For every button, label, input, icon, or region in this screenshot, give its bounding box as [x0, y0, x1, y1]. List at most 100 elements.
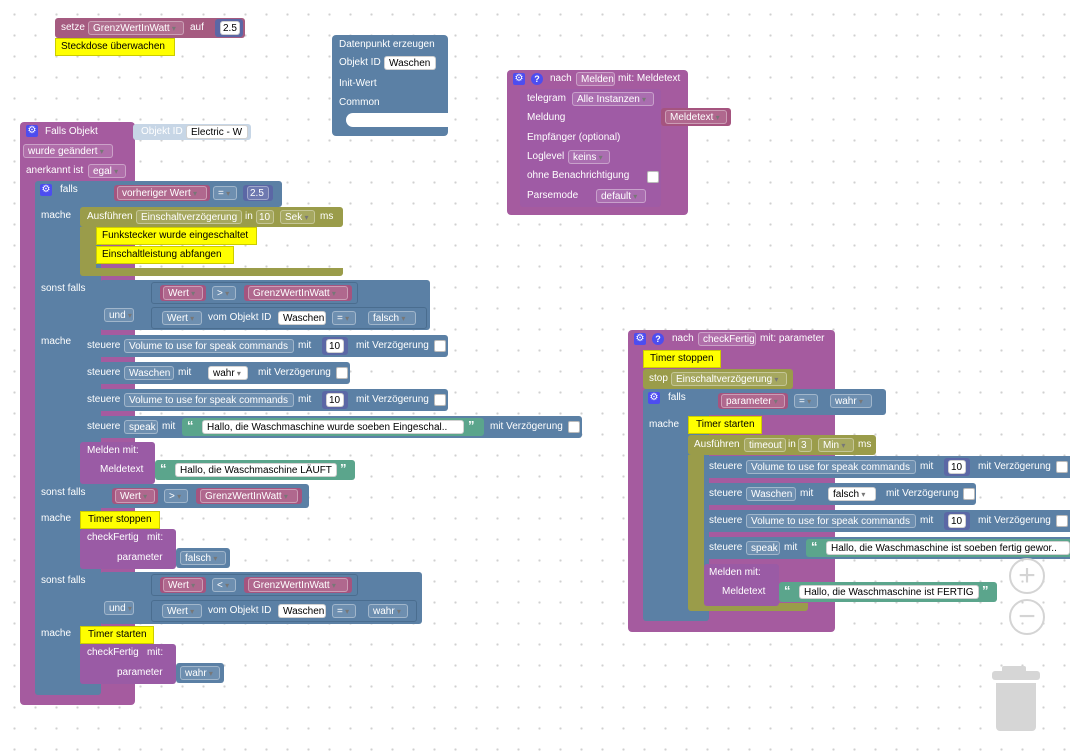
operator-dropdown[interactable]: >: [164, 489, 188, 503]
param-dropdown[interactable]: parameter: [721, 394, 785, 408]
text-field[interactable]: Hallo, die Waschmaschine LÄUFT: [175, 463, 337, 477]
compare-block[interactable]: Wert > GrenzWertInWatt: [96, 484, 309, 508]
instance-dropdown[interactable]: Alle Instanzen: [572, 92, 654, 106]
bool-dropdown[interactable]: wahr: [180, 666, 220, 680]
timeout-block[interactable]: Ausführen Einschaltverzögerung in 10 Sek…: [80, 207, 343, 227]
timer-name-field[interactable]: timeout: [744, 438, 786, 452]
bool-dropdown[interactable]: wahr: [830, 394, 872, 408]
state-field[interactable]: Volume to use for speak commands: [746, 460, 916, 474]
number-field[interactable]: 2.5: [220, 21, 240, 35]
compare-block[interactable]: Wert < GrenzWertInWatt: [151, 574, 358, 596]
timer-start-comment[interactable]: Timer starten: [80, 626, 154, 644]
bool-dropdown[interactable]: wahr: [208, 366, 248, 380]
delay-checkbox[interactable]: [1056, 515, 1068, 527]
text-block[interactable]: “ Hallo, die Waschmaschine ist FERTIG ”: [779, 582, 997, 602]
state-field[interactable]: speak: [124, 420, 158, 434]
compare-block[interactable]: Wert vom Objekt ID Waschen = falsch: [151, 307, 427, 329]
number-block[interactable]: 10: [944, 512, 970, 530]
help-icon[interactable]: ?: [652, 333, 664, 345]
prev-value-block[interactable]: vorheriger Wert: [114, 185, 210, 201]
melden-function-block[interactable]: ⚙ ? nach Melden mit: Meldetext telegram …: [507, 70, 731, 215]
objekt-id-field[interactable]: Waschen: [278, 311, 326, 325]
text-block[interactable]: “ Hallo, die Waschmaschine LÄUFT ”: [155, 460, 355, 480]
state-field[interactable]: Waschen: [124, 366, 174, 380]
operator-dropdown[interactable]: =: [332, 604, 356, 618]
number-block[interactable]: 10: [322, 391, 348, 409]
gear-icon[interactable]: ⚙: [513, 73, 525, 85]
wert-dropdown[interactable]: Wert: [163, 578, 203, 592]
and-dropdown[interactable]: und: [104, 308, 134, 322]
call-check-block[interactable]: checkFertig mit: parameter: [80, 644, 176, 684]
state-field[interactable]: Waschen: [746, 487, 796, 501]
control-block[interactable]: steuere Volume to use for speak commands…: [80, 389, 448, 411]
wert-block[interactable]: Wert: [112, 488, 158, 504]
wert-vom-objekt-block[interactable]: Wert vom Objekt ID Waschen: [158, 310, 328, 326]
delay-checkbox[interactable]: [434, 394, 446, 406]
control-block[interactable]: steuere Volume to use for speak commands…: [704, 510, 1070, 532]
timer-start-comment[interactable]: Timer starten: [688, 416, 762, 434]
number-block[interactable]: 2.5: [215, 19, 243, 37]
call-melden-block[interactable]: Melden mit: Meldetext: [80, 442, 155, 484]
objekt-id-field[interactable]: Waschen: [384, 56, 436, 70]
delay-field[interactable]: 10: [256, 210, 274, 224]
set-variable-block[interactable]: setze GrenzWertInWatt auf 2.5: [55, 18, 245, 38]
comment-block[interactable]: Einschaltleistung abfangen: [96, 246, 234, 264]
number-block[interactable]: 2.5: [243, 185, 273, 201]
bool-block[interactable]: wahr: [364, 603, 412, 619]
bool-dropdown[interactable]: falsch: [368, 311, 416, 325]
objekt-id-block[interactable]: Objekt ID Electric - W: [133, 124, 251, 140]
number-block[interactable]: 10: [322, 337, 348, 355]
number-field[interactable]: 2.5: [247, 186, 269, 200]
grenz-dropdown[interactable]: GrenzWertInWatt: [248, 286, 348, 300]
number-field[interactable]: 10: [326, 393, 344, 407]
timer-dropdown[interactable]: Einschaltverzögerung: [671, 372, 787, 386]
control-block[interactable]: steuere speak mit “ Hallo, die Waschmasc…: [704, 537, 1070, 559]
wert-dropdown[interactable]: Wert: [115, 489, 155, 503]
wert-dropdown[interactable]: Wert: [162, 311, 202, 325]
bool-block[interactable]: falsch: [176, 548, 230, 568]
gear-icon[interactable]: ⚙: [648, 392, 660, 404]
delay-field[interactable]: 3: [798, 438, 812, 452]
grenz-dropdown[interactable]: GrenzWertInWatt: [248, 578, 348, 592]
wert-dropdown[interactable]: Wert: [163, 286, 203, 300]
variable-dropdown[interactable]: GrenzWertInWatt: [88, 21, 184, 35]
meldetext-dropdown[interactable]: Meldetext: [665, 110, 727, 124]
timer-stop-comment[interactable]: Timer stoppen: [80, 511, 160, 529]
function-name-field[interactable]: Melden: [576, 72, 615, 86]
timer-stop-comment[interactable]: Timer stoppen: [643, 350, 721, 368]
text-field[interactable]: Hallo, die Waschmaschine ist FERTIG: [799, 585, 979, 599]
create-datapoint-block[interactable]: Datenpunkt erzeugen Objekt ID Waschen In…: [332, 35, 448, 136]
text-block[interactable]: “ Hallo, die Waschmaschine wurde soeben …: [182, 418, 484, 436]
objekt-id-field[interactable]: Electric - W: [186, 125, 248, 139]
call-check-block[interactable]: checkFertig mit: parameter: [80, 529, 176, 569]
control-block[interactable]: steuere speak mit “ Hallo, die Waschmasc…: [80, 416, 582, 438]
objekt-id-field[interactable]: Waschen: [278, 604, 326, 618]
delay-checkbox[interactable]: [434, 340, 446, 352]
operator-dropdown[interactable]: =: [794, 394, 818, 408]
bool-dropdown[interactable]: falsch: [828, 487, 876, 501]
ack-dropdown[interactable]: egal: [88, 164, 126, 178]
operator-dropdown[interactable]: >: [212, 286, 236, 300]
wert-block[interactable]: Wert: [160, 577, 206, 593]
delay-checkbox[interactable]: [963, 488, 975, 500]
meldetext-var-block[interactable]: Meldetext: [661, 108, 731, 126]
wert-vom-objekt-block[interactable]: Wert vom Objekt ID Waschen: [158, 603, 328, 619]
text-block[interactable]: “ Hallo, die Waschmaschine ist soeben fe…: [806, 539, 1070, 557]
delay-checkbox[interactable]: [568, 421, 580, 433]
control-block[interactable]: steuere Waschen mit falsch mit Verzögeru…: [704, 483, 976, 505]
operator-dropdown[interactable]: <: [212, 578, 236, 592]
bool-dropdown[interactable]: wahr: [368, 604, 408, 618]
control-block[interactable]: steuere Volume to use for speak commands…: [704, 456, 1070, 478]
bool-block[interactable]: wahr: [204, 364, 252, 382]
parsemode-dropdown[interactable]: default: [596, 189, 646, 203]
zoom-in-button[interactable]: +: [1009, 558, 1045, 594]
stop-timer-block[interactable]: stop Einschaltverzögerung: [643, 369, 793, 389]
compare-block[interactable]: vorheriger Wert = 2.5: [110, 183, 280, 203]
number-field[interactable]: 10: [326, 339, 344, 353]
function-name-field[interactable]: checkFertig: [698, 332, 756, 346]
compare-block[interactable]: Wert > GrenzWertInWatt: [151, 282, 358, 304]
wert-dropdown[interactable]: Wert: [162, 604, 202, 618]
grenz-var-block[interactable]: GrenzWertInWatt: [244, 577, 352, 593]
zoom-out-button[interactable]: −: [1009, 599, 1045, 635]
text-field[interactable]: Hallo, die Waschmaschine ist soeben fert…: [826, 541, 1070, 555]
